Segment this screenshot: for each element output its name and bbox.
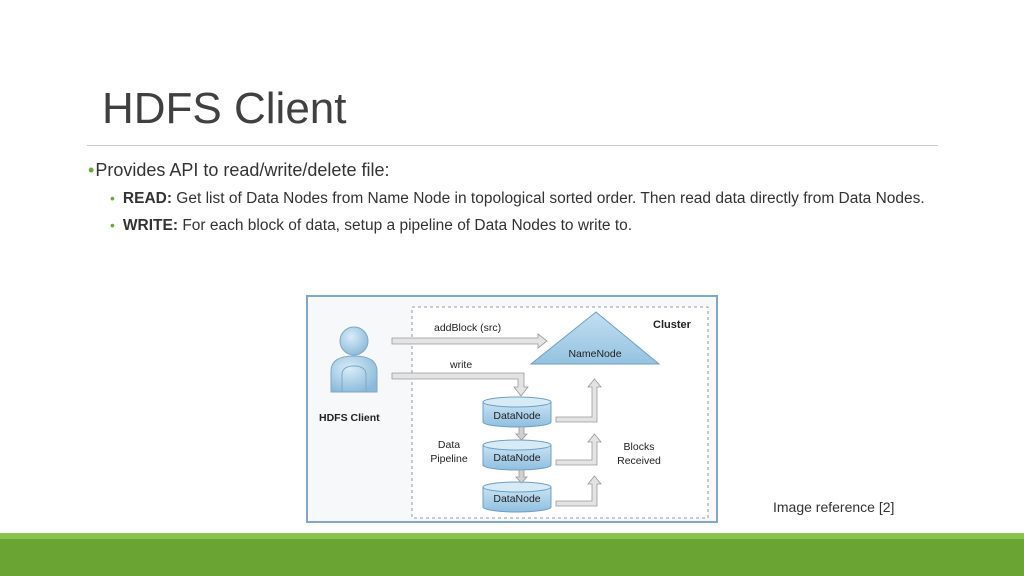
write-desc: For each block of data, setup a pipeline…: [178, 217, 633, 234]
cluster-label: Cluster: [653, 319, 692, 331]
bullet-read: • READ: Get list of Data Nodes from Name…: [110, 188, 938, 209]
datanode-label: DataNode: [493, 493, 540, 505]
bullet-read-text: READ: Get list of Data Nodes from Name N…: [123, 188, 925, 209]
bullet-write-text: WRITE: For each block of data, setup a p…: [123, 215, 632, 236]
write-arrow: [391, 372, 529, 397]
datanode-label: DataNode: [493, 452, 540, 464]
bullet-list: • Provides API to read/write/delete file…: [88, 158, 938, 236]
datanode-label: DataNode: [493, 410, 540, 422]
hdfs-client-label: HDFS Client: [319, 412, 380, 424]
footer-band-light: [0, 533, 1024, 539]
bullet-main: • Provides API to read/write/delete file…: [88, 158, 938, 182]
write-label: WRITE:: [122, 217, 179, 234]
pipeline-arrow: [515, 469, 528, 484]
addblock-arrow: [391, 333, 548, 349]
namenode-triangle: [529, 311, 661, 365]
datanode-cylinder: [482, 481, 552, 513]
ack-arrow: [555, 378, 602, 423]
footer-band: [0, 539, 1024, 576]
hdfs-client-diagram: Cluster NameNode addBlock (src) write HD…: [306, 295, 718, 523]
bullet-dot-icon: •: [110, 190, 115, 206]
image-caption: Image reference [2]: [773, 499, 895, 515]
bullet-write: • WRITE: For each block of data, setup a…: [110, 215, 938, 236]
datanode-cylinder: [482, 396, 552, 428]
bullet-dot-icon: •: [110, 217, 115, 233]
bullet-main-text: Provides API to read/write/delete file:: [95, 160, 390, 180]
slide-title: HDFS Client: [102, 84, 347, 133]
namenode-label: NameNode: [568, 348, 621, 360]
ack-arrow: [555, 475, 602, 507]
pipeline-arrow: [515, 426, 528, 441]
blocks-received-label: Blocks: [624, 441, 655, 453]
read-desc: Get list of Data Nodes from Name Node in…: [172, 190, 925, 207]
write-label: write: [449, 359, 472, 371]
datanode-cylinder: [482, 439, 552, 471]
addblock-label: addBlock (src): [434, 322, 501, 334]
bullet-dot-icon: •: [88, 160, 95, 180]
data-pipeline-label: Data: [438, 439, 460, 451]
ack-arrow: [555, 433, 602, 466]
title-divider: [87, 145, 938, 146]
read-label: READ:: [122, 190, 172, 207]
blocks-received-label: Received: [617, 455, 661, 467]
user-icon: [330, 326, 378, 393]
data-pipeline-label: Pipeline: [430, 453, 468, 465]
